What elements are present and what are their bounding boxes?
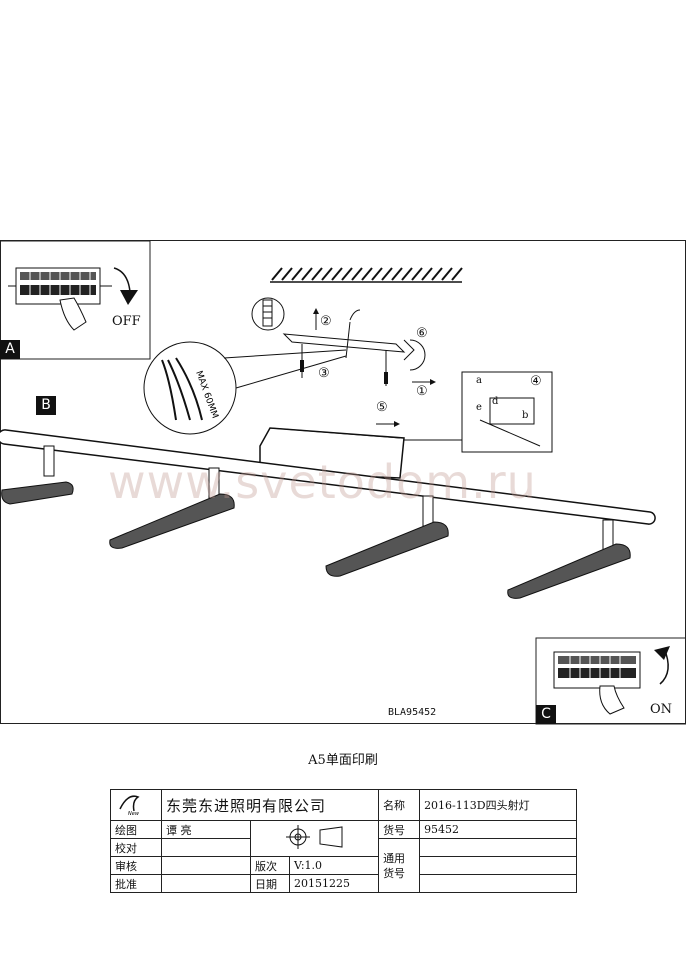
name-label: 名称 — [378, 789, 421, 821]
light-rod — [0, 429, 656, 525]
document-code: BLA95452 — [388, 707, 437, 718]
date-value: 20151225 — [288, 874, 380, 893]
check-label: 校对 — [110, 838, 162, 857]
panel-a-frame — [0, 240, 151, 360]
name-value: 2016-113D四头射灯 — [419, 789, 577, 821]
title-block: New 东莞东进照明有限公司 名称 2016-113D四头射灯 绘图 谭 亮 货… — [110, 789, 577, 893]
step-3-label: ③ — [318, 366, 330, 381]
version-label: 版次 — [250, 856, 290, 875]
review-value — [161, 856, 251, 875]
panel-c-label: C — [536, 705, 556, 724]
step-4-label: ④ — [530, 374, 542, 389]
common-label: 通用 货号 — [378, 838, 421, 893]
terminal-letter-e: e — [476, 402, 482, 413]
review-label: 审核 — [110, 856, 162, 875]
company-logo: New — [110, 789, 162, 821]
step-5-label: ⑤ — [376, 400, 388, 415]
date-label: 日期 — [250, 874, 290, 893]
terminal-letter-d: d — [492, 396, 499, 407]
spotlight-head-4 — [507, 519, 631, 599]
top-frame-line — [0, 240, 686, 241]
switch-off-label: OFF — [112, 314, 141, 329]
spotlight-head-3 — [325, 495, 449, 577]
breaker-switch-off — [8, 267, 138, 331]
terminal-letter-b: b — [522, 410, 529, 421]
step-1-label: ① — [416, 384, 428, 399]
part-no-value: 95452 — [419, 820, 577, 839]
common-value-1 — [419, 838, 577, 857]
step-6-label: ⑥ — [416, 326, 428, 341]
logo-text: New — [128, 811, 140, 817]
part-no-label: 货号 — [378, 820, 421, 839]
spotlight-head-2 — [109, 467, 235, 549]
version-value: V:1.0 — [288, 856, 380, 875]
print-note: A5单面印刷 — [308, 753, 378, 768]
bottom-frame-line — [0, 723, 686, 724]
drawing-value: 谭 亮 — [161, 820, 251, 839]
breaker-switch-on — [553, 646, 670, 715]
approve-value — [161, 874, 251, 893]
drawing-label: 绘图 — [110, 820, 162, 839]
company-name: 东莞东进照明有限公司 — [160, 789, 380, 821]
mounting-bracket — [282, 308, 436, 386]
panel-b-label: B — [36, 396, 56, 415]
common-label-line-1: 通用 — [383, 851, 406, 865]
common-label-line-2: 货号 — [383, 866, 406, 880]
left-frame-line — [0, 240, 1, 724]
terminal-block-detail — [404, 371, 553, 453]
panel-c-frame — [535, 637, 686, 725]
ceiling-hatch — [270, 267, 463, 283]
wire-length-detail: MAX 60MM — [143, 341, 347, 435]
check-value — [161, 838, 251, 857]
panel-a-label: A — [0, 340, 20, 359]
step-2-label: ② — [320, 314, 332, 329]
terminal-letter-a: a — [476, 375, 482, 386]
spotlight-head-1 — [1, 445, 74, 505]
projection-symbol — [249, 820, 380, 857]
common-value-2 — [419, 856, 577, 875]
wall-plug-detail — [251, 297, 285, 331]
switch-on-label: ON — [650, 702, 673, 717]
watermark: www.svetodom.ru — [108, 455, 537, 509]
common-value-3 — [419, 874, 577, 893]
approve-label: 批准 — [110, 874, 162, 893]
